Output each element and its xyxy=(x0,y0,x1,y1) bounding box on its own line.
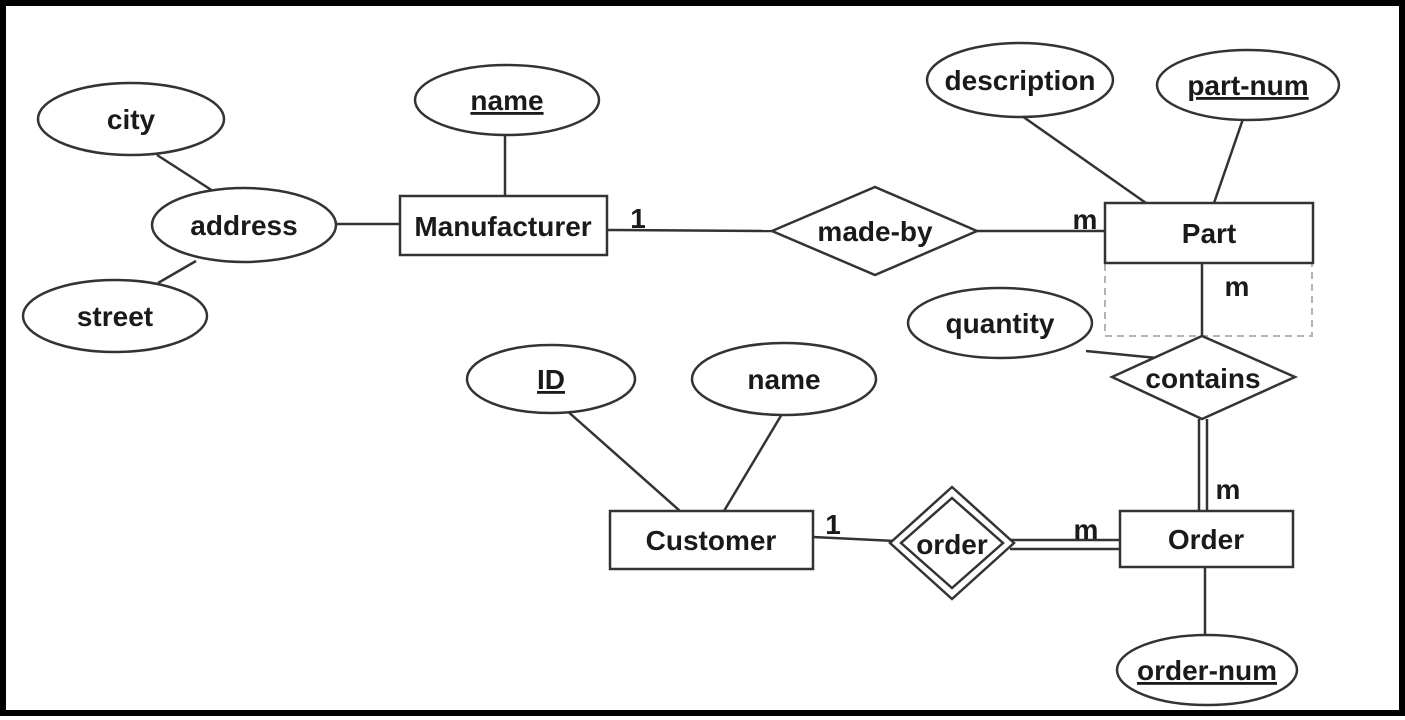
cardinality-orderrel-order: m xyxy=(1074,514,1099,545)
attribute-part-num-label: part-num xyxy=(1187,70,1308,101)
connector-quantity-contains xyxy=(1085,349,1158,360)
relationship-order-diamond-inner xyxy=(899,496,1005,590)
connectors xyxy=(156,114,1245,637)
relationship-contains-diamond xyxy=(1109,334,1299,421)
connector-partnum-part xyxy=(1212,118,1245,204)
relationships: made-by contains order xyxy=(768,185,1299,601)
connector-customer-orderrel xyxy=(812,535,895,543)
cardinality-customer-order: 1 xyxy=(825,509,841,540)
relationship-order-label: order xyxy=(916,529,988,560)
entity-manufacturer-rect xyxy=(398,194,609,257)
relationship-contains-label: contains xyxy=(1145,363,1260,394)
attribute-manufacturer-name-ellipse xyxy=(413,63,601,137)
attribute-order-num-label: order-num xyxy=(1137,655,1277,686)
entity-part-rect xyxy=(1103,201,1315,265)
attribute-address-label: address xyxy=(190,210,297,241)
attribute-quantity-ellipse xyxy=(906,286,1094,360)
connector-id-customer xyxy=(564,408,681,512)
attribute-street-ellipse xyxy=(21,278,209,354)
attribute-description-ellipse xyxy=(925,41,1115,119)
attribute-customer-id-ellipse xyxy=(465,343,637,415)
cardinalities: 1 m m m 1 m xyxy=(630,203,1249,545)
attribute-city-label: city xyxy=(107,104,156,135)
entities: Manufacturer Part Customer Order xyxy=(398,194,1315,571)
attribute-customer-name-ellipse xyxy=(690,341,878,417)
connector-description-part xyxy=(1021,114,1147,205)
attribute-city-ellipse xyxy=(36,81,226,157)
entity-customer-label: Customer xyxy=(646,525,777,556)
cardinality-manufacturer-made-by: 1 xyxy=(630,203,646,234)
cardinality-made-by-part: m xyxy=(1073,204,1098,235)
aggregation-dashed-box xyxy=(1104,264,1313,337)
attribute-street-label: street xyxy=(77,301,153,332)
entity-order-rect xyxy=(1118,509,1295,569)
attribute-description-label: description xyxy=(945,65,1096,96)
attribute-customer-name-label: name xyxy=(747,364,820,395)
attribute-order-num-ellipse xyxy=(1115,633,1299,707)
attribute-manufacturer-name-label: name xyxy=(470,85,543,116)
attribute-address-ellipse xyxy=(150,186,338,264)
relationship-made-by-label: made-by xyxy=(817,216,933,247)
relationship-made-by-diamond xyxy=(768,185,981,277)
attribute-part-num-ellipse xyxy=(1155,48,1341,122)
connector-name-customer xyxy=(722,413,784,512)
cardinality-contains-order: m xyxy=(1216,474,1241,505)
entity-order-label: Order xyxy=(1168,524,1244,555)
cardinality-part-contains: m xyxy=(1225,271,1250,302)
connector-city-address xyxy=(156,153,214,193)
attributes: city address street name description par… xyxy=(21,41,1341,707)
relationship-order-diamond-outer xyxy=(888,485,1016,601)
entity-part-label: Part xyxy=(1182,218,1236,249)
entity-customer-rect xyxy=(608,509,815,571)
connector-manufacturer-madeby xyxy=(606,228,773,233)
attribute-quantity-label: quantity xyxy=(946,308,1055,339)
attribute-customer-id-label: ID xyxy=(537,364,565,395)
connector-address-street xyxy=(157,259,197,285)
entity-manufacturer-label: Manufacturer xyxy=(414,211,591,242)
